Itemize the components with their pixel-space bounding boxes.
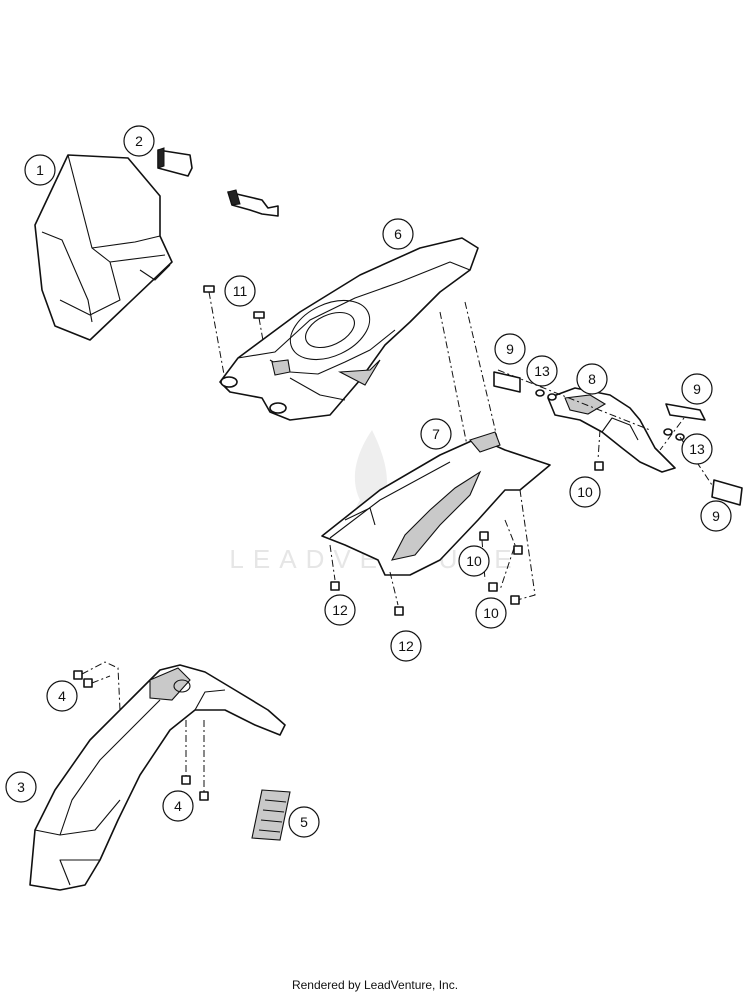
callout-10-panel-upper: 10	[458, 545, 490, 577]
callout-3: 3	[5, 771, 37, 803]
callout-6: 6	[382, 218, 414, 250]
callout-label: 2	[135, 133, 143, 149]
callout-1: 1	[24, 154, 56, 186]
callout-label: 12	[332, 602, 348, 618]
screws-12	[329, 544, 404, 616]
callout-label: 12	[398, 638, 414, 654]
footer-credit: Rendered by LeadVenture, Inc.	[291, 978, 459, 992]
headlight-holder	[157, 147, 279, 217]
callout-label: 3	[17, 779, 25, 795]
decal-pad	[251, 789, 291, 841]
leaders-fender	[439, 301, 536, 601]
callout-5: 5	[288, 806, 320, 838]
callout-label: 13	[534, 363, 550, 379]
screws-4	[73, 661, 209, 801]
callout-12-left: 12	[324, 594, 356, 626]
callout-13-right: 13	[681, 433, 713, 465]
rear-fender	[219, 237, 479, 421]
callout-13-left: 13	[526, 355, 558, 387]
callout-12-right: 12	[390, 630, 422, 662]
callout-8: 8	[576, 363, 608, 395]
callout-4-upper: 4	[46, 680, 78, 712]
callout-label: 4	[174, 798, 182, 814]
callout-10-panel-lower: 10	[475, 597, 507, 629]
callout-7: 7	[420, 418, 452, 450]
callout-label: 8	[588, 371, 596, 387]
callout-label: 10	[466, 553, 482, 569]
callout-label: 9	[506, 341, 514, 357]
callout-2: 2	[123, 125, 155, 157]
callout-label: 10	[577, 484, 593, 500]
reflectors-9	[493, 371, 743, 506]
callout-label: 4	[58, 688, 66, 704]
screws-10-panel	[479, 531, 523, 605]
front-fender	[29, 664, 286, 891]
washers-13	[535, 389, 713, 486]
headlight-mask	[34, 154, 173, 341]
callout-label: 13	[689, 441, 705, 457]
callout-9-right: 9	[681, 373, 713, 405]
callout-label: 9	[712, 508, 720, 524]
rear-light-bracket	[497, 369, 691, 473]
callout-9-bottom: 9	[700, 500, 732, 532]
callout-10-bracket: 10	[569, 476, 601, 508]
callout-label: 10	[483, 605, 499, 621]
callout-11: 11	[224, 275, 256, 307]
callout-label: 11	[233, 283, 248, 299]
callout-label: 9	[693, 381, 701, 397]
callout-label: 5	[300, 814, 308, 830]
callout-label: 6	[394, 226, 402, 242]
side-panel	[321, 431, 551, 576]
callout-label: 7	[432, 426, 440, 442]
callout-label: 1	[36, 162, 44, 178]
callout-4-lower: 4	[162, 790, 194, 822]
callout-9-left: 9	[494, 333, 526, 365]
